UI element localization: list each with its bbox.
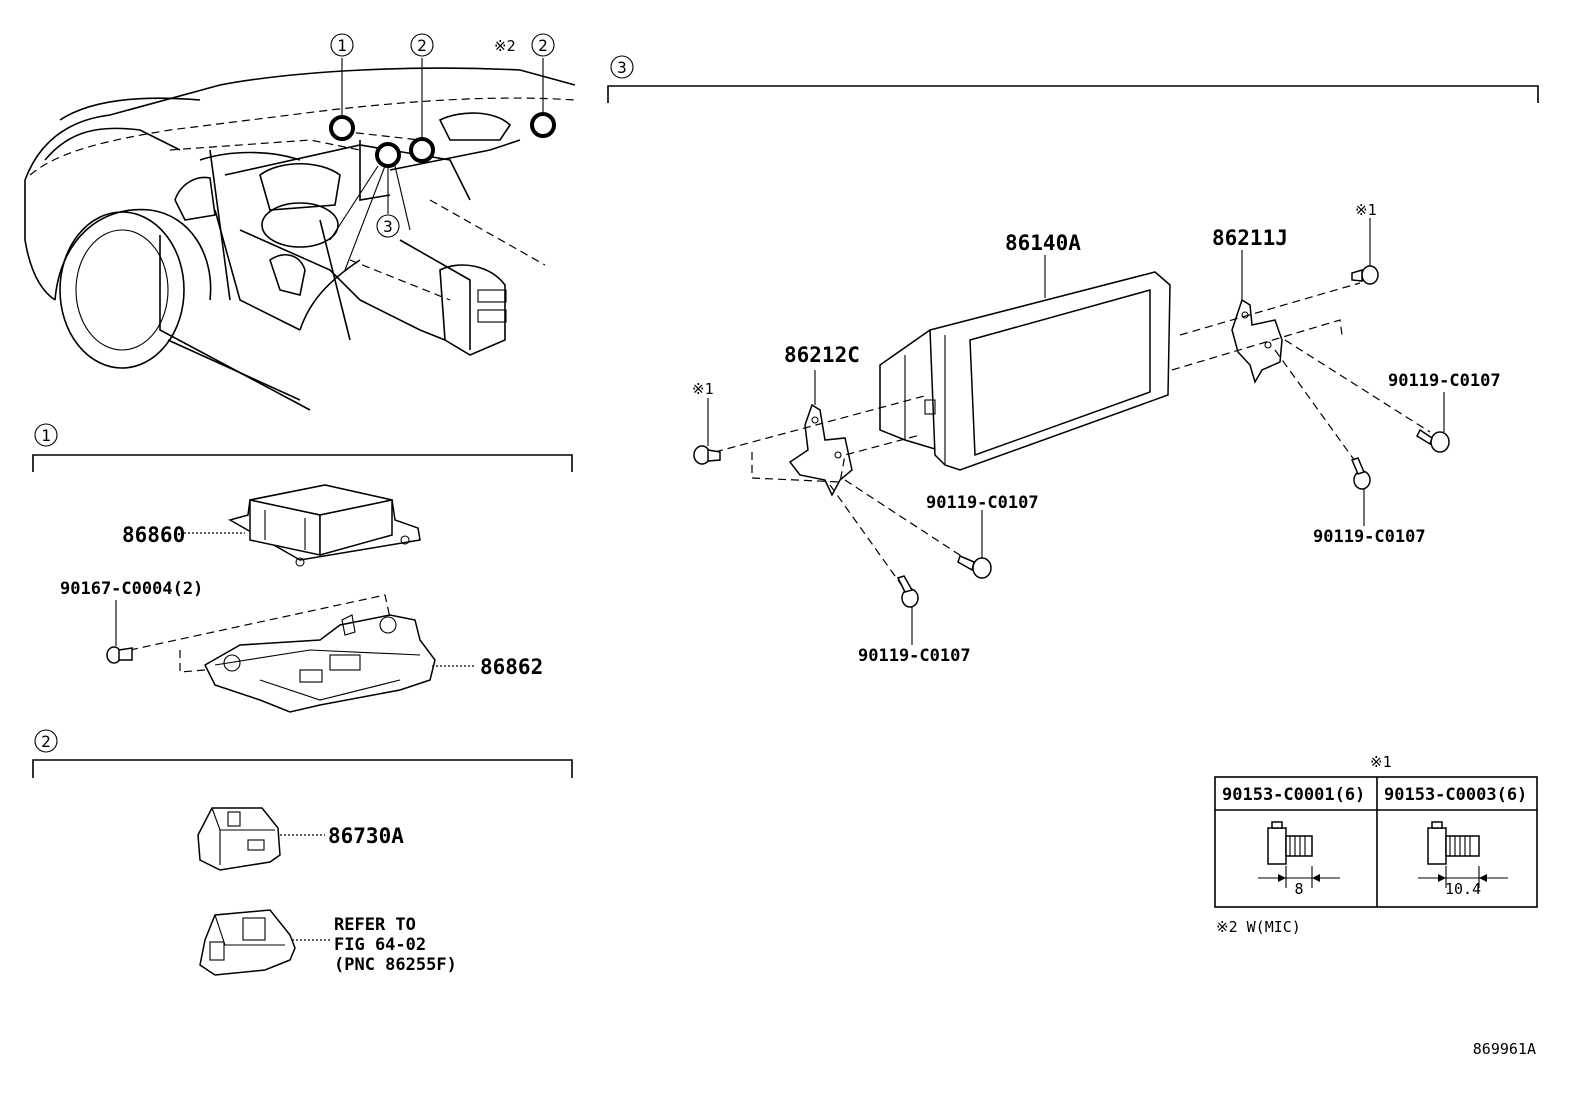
car-interior-illustration: 1 2 ※2 2 3: [24, 33, 576, 411]
section-2: 2 86730A REFER TO FIG 64-02 (PNC 86255F): [32, 729, 573, 976]
location-marker-3: [375, 142, 401, 168]
bolt-table-header-1: 90153-C0001(6): [1222, 785, 1365, 805]
screw-left-mark-drawing: [693, 445, 721, 465]
callout-circle-3: [376, 214, 400, 238]
callout-label-1: 1: [337, 36, 347, 55]
part-label-86212C: 86212C: [784, 343, 860, 367]
section-1-bracket-line: [32, 454, 573, 472]
part-label-86860: 86860: [122, 523, 185, 547]
bolt-90167-drawing: [106, 646, 133, 664]
section-3: 3 86140A 86212C 86211J: [607, 55, 1539, 666]
part-label-86730A: 86730A: [328, 824, 404, 848]
screw-a-drawing: [957, 554, 992, 579]
callout-circle-2a: [410, 33, 434, 57]
part-label-screw-a: 90119-C0107: [926, 493, 1039, 513]
section-1-circle: [34, 423, 58, 447]
section-3-circle: [610, 55, 634, 79]
part-label-86862: 86862: [480, 655, 543, 679]
mark-right-note: ※1: [1355, 201, 1377, 219]
mark-left-note: ※1: [692, 380, 714, 398]
bolt-10-4-drawing: [1418, 821, 1508, 888]
note-mark-2: ※2: [494, 37, 516, 55]
screw-b-drawing: [896, 575, 919, 608]
section-2-bracket-line: [32, 759, 573, 778]
section-3-bracket-line: [607, 85, 1539, 103]
bolt-table-mark: ※1: [1370, 753, 1392, 771]
location-marker-2b: [530, 112, 556, 138]
screw-d-drawing: [1350, 457, 1371, 490]
refer-text-line-2: FIG 64-02: [334, 935, 426, 955]
refer-text-line-3: (PNC 86255F): [334, 955, 457, 975]
screw-c-drawing: [1416, 428, 1450, 453]
part-label-90167-C0004: 90167-C0004(2): [60, 579, 203, 599]
section-3-number: 3: [617, 58, 627, 77]
callout-circle-1: [330, 33, 354, 57]
screw-right-mark-drawing: [1351, 265, 1379, 285]
bolt-table-header-2: 90153-C0003(6): [1384, 785, 1527, 805]
callout-circle-2b: [531, 33, 555, 57]
ecu-86860-drawing: [228, 484, 421, 567]
section-2-number: 2: [41, 732, 51, 751]
display-86140A-drawing: [879, 271, 1171, 471]
part-label-screw-c: 90119-C0107: [1388, 371, 1501, 391]
bolt-spec-table: ※1 90153-C0001(6) 90153-C0003(6) 8: [1214, 753, 1538, 908]
callout-label-3: 3: [383, 217, 393, 236]
part-label-86140A: 86140A: [1005, 231, 1081, 255]
bolt-8-drawing: [1258, 821, 1340, 888]
bolt-length-1: 8: [1294, 880, 1303, 898]
part-label-screw-d: 90119-C0107: [1313, 527, 1426, 547]
referred-part-drawing: [199, 909, 296, 976]
location-marker-2a: [409, 137, 435, 163]
location-marker-1: [329, 115, 355, 141]
part-label-86211J: 86211J: [1212, 226, 1288, 250]
callout-label-2a: 2: [417, 36, 427, 55]
bracket-86862-drawing: [204, 614, 436, 713]
section-2-circle: [34, 729, 58, 753]
switch-86730A-drawing: [197, 807, 281, 871]
part-label-screw-b: 90119-C0107: [858, 646, 971, 666]
bolt-length-2: 10.4: [1445, 880, 1481, 898]
footnote-w-mic: ※2 W(MIC): [1216, 918, 1301, 936]
section-1-number: 1: [41, 426, 51, 445]
refer-text-line-1: REFER TO: [334, 915, 416, 935]
figure-id: 869961A: [1473, 1040, 1536, 1058]
section-1: 1 86860 86862: [32, 423, 573, 713]
callout-label-2b: 2: [538, 36, 548, 55]
